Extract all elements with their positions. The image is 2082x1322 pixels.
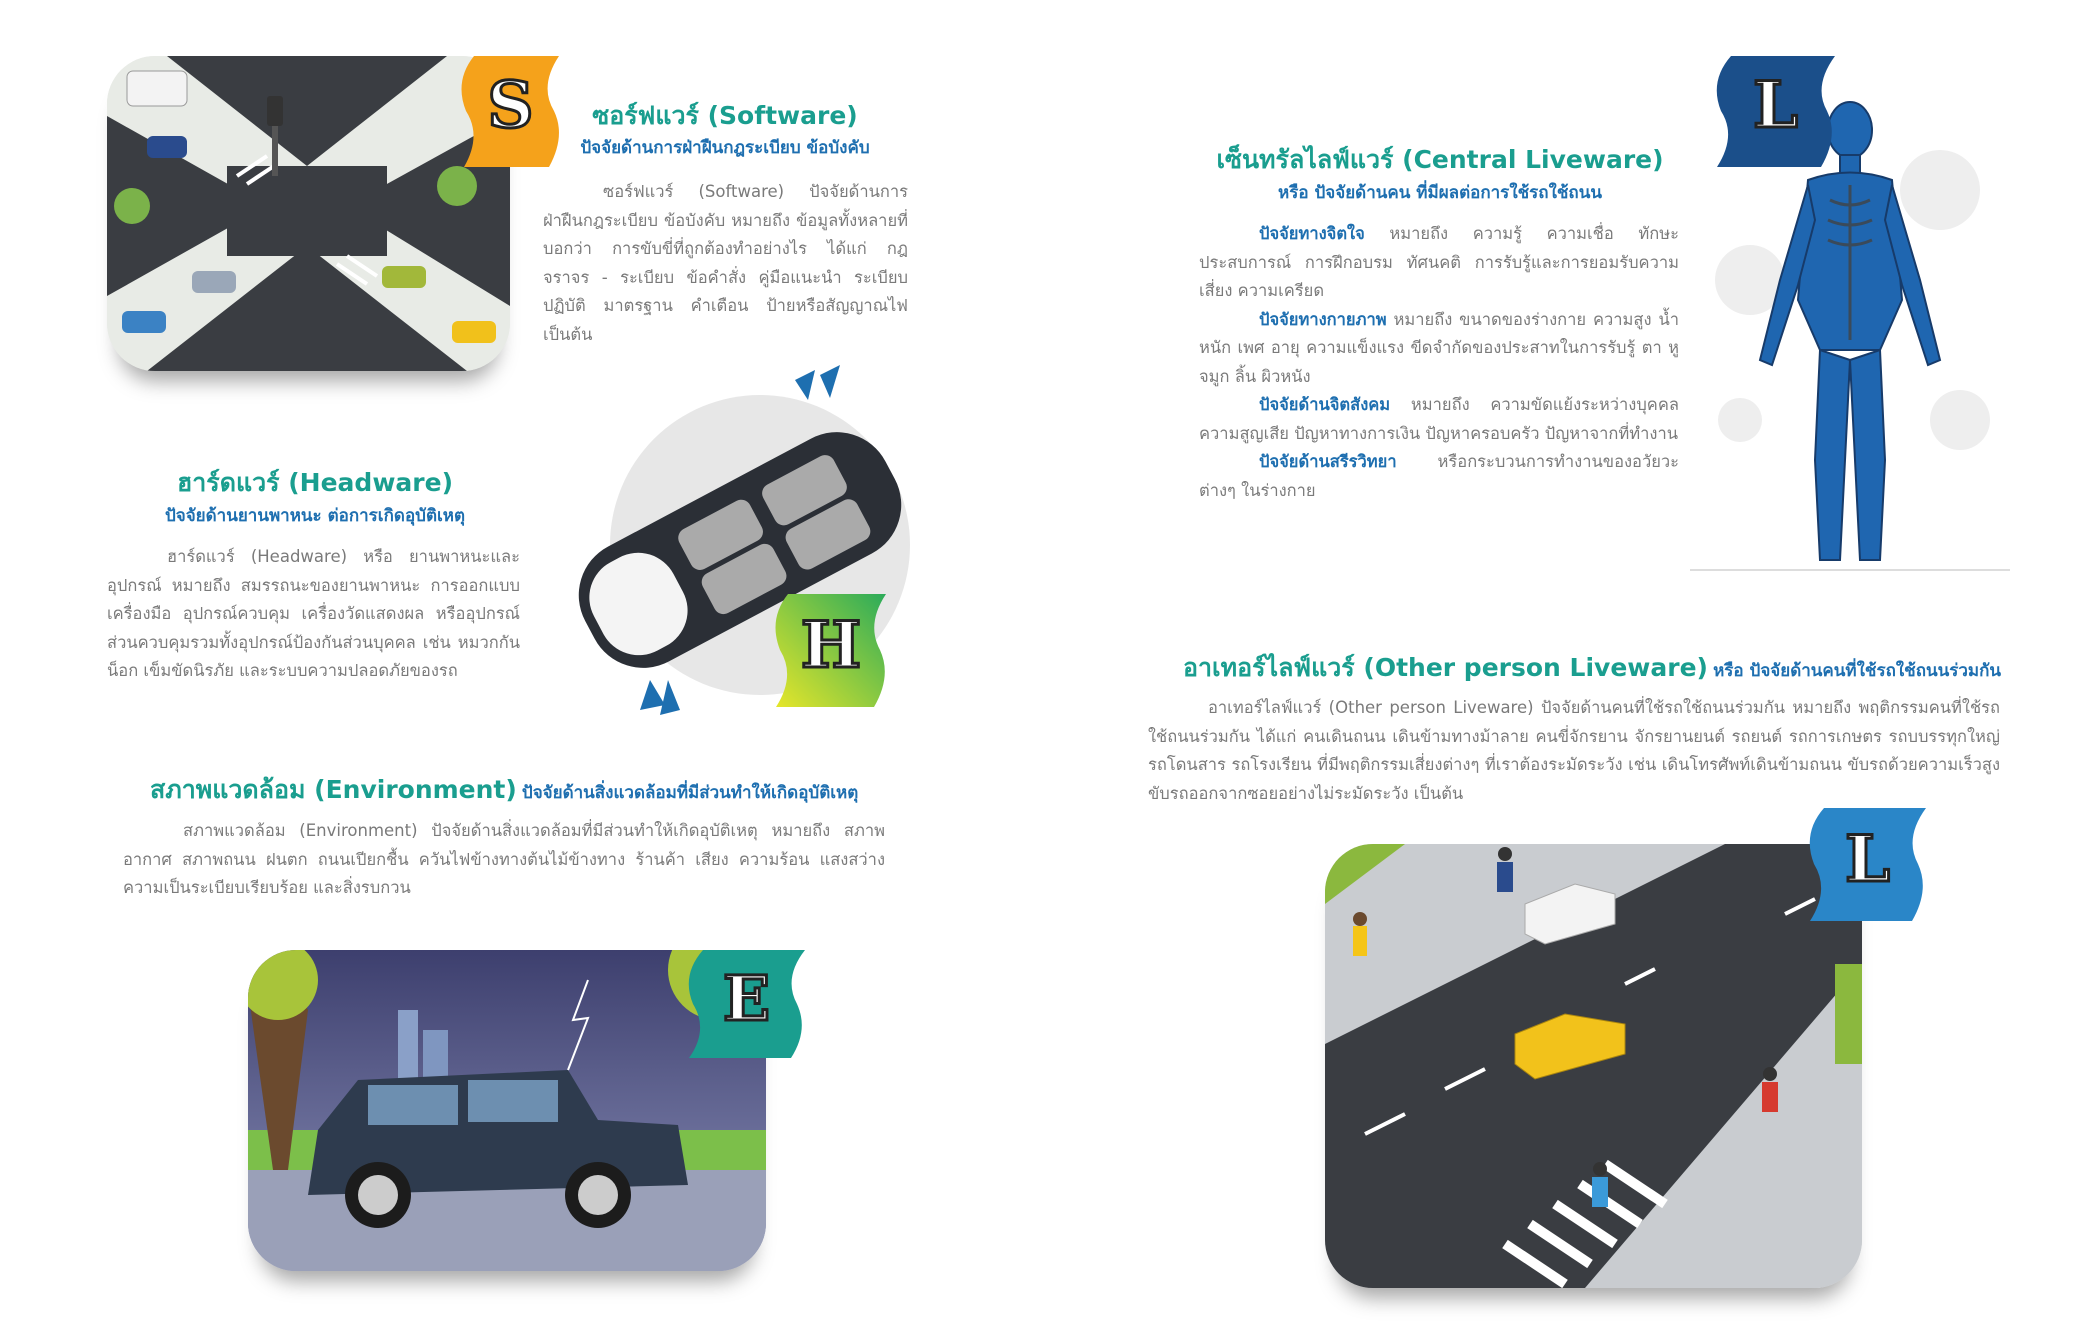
factor-label: ปัจจัยทางกายภาพ	[1259, 309, 1387, 329]
hardware-body: ฮาร์ดแวร์ (Headware) หรือ ยานพาหนะและอุป…	[107, 543, 520, 686]
environment-body-text: สภาพแวดล้อม (Environment) ปัจจัยด้านสิ่ง…	[123, 821, 885, 897]
hardware-subtitle: ปัจจัยด้านยานพาหนะ ต่อการเกิดอุบัติเหตุ	[164, 506, 466, 526]
central-liveware-badge-letter: L	[1752, 67, 1800, 145]
environment-body: สภาพแวดล้อม (Environment) ปัจจัยด้านสิ่ง…	[123, 817, 885, 903]
central-liveware-title: เซ็นทรัลไลฟ์แวร์ (Central Liveware)	[1216, 145, 1664, 174]
other-liveware-badge: L	[1802, 808, 1933, 921]
factor-text: หมายถึง ขนาดของร่างกาย ความสูง น้ำหนัก เ…	[1199, 309, 1679, 386]
factor-text: หรือกระบวนการทำงานของอวัยวะต่างๆ ในร่างก…	[1199, 452, 1679, 500]
environment-title: สภาพแวดล้อม (Environment)	[150, 775, 517, 804]
hardware-title: ฮาร์ดแวร์ (Headware)	[177, 468, 453, 497]
factor-label: ปัจจัยด้านสรีรวิทยา	[1259, 452, 1397, 471]
other-liveware-badge-letter: L	[1844, 821, 1892, 899]
other-liveware-body-text: อาเทอร์ไลฟ์แวร์ (Other person Liveware) …	[1148, 698, 2000, 803]
factor-label: ปัจจัยด้านจิตสังคม	[1259, 395, 1391, 414]
central-liveware-body: ปัจจัยทางจิตใจ หมายถึง ความรู้ ความเชื่อ…	[1199, 220, 1679, 505]
street-crossing-illustration	[1325, 844, 1862, 1288]
software-body: ซอร์ฟแวร์ (Software) ปัจจัยด้านการฝ่าฝืน…	[543, 178, 908, 349]
central-liveware-badge: L	[1709, 56, 1842, 167]
hardware-badge: H	[768, 594, 894, 707]
factor-psychological: ปัจจัยทางจิตใจ หมายถึง ความรู้ ความเชื่อ…	[1199, 220, 1679, 306]
intersection-illustration	[107, 56, 510, 371]
environment-badge-letter: E	[721, 961, 771, 1037]
hardware-badge-letter: H	[799, 607, 862, 685]
factor-text: หมายถึง ความขัดแย้งระหว่างบุคคล ความสูญเ…	[1199, 395, 1679, 443]
human-anatomy-illustration	[1690, 100, 2010, 590]
other-liveware-subtitle: หรือ ปัจจัยด้านคนที่ใช้รถใช้ถนนร่วมกัน	[1713, 661, 2002, 681]
factor-label: ปัจจัยทางจิตใจ	[1259, 224, 1365, 243]
software-subtitle: ปัจจัยด้านการฝ่าฝืนกฎระเบียบ ข้อบังคับ	[580, 138, 870, 158]
environment-subtitle: ปัจจัยด้านสิ่งแวดล้อมที่มีส่วนทำให้เกิดอ…	[521, 783, 859, 803]
hardware-body-text: ฮาร์ดแวร์ (Headware) หรือ ยานพาหนะและอุป…	[107, 547, 520, 680]
environment-badge: E	[681, 950, 812, 1058]
software-title: ซอร์ฟแวร์ (Software)	[592, 101, 858, 130]
software-body-text: ซอร์ฟแวร์ (Software) ปัจจัยด้านการฝ่าฝืน…	[543, 182, 908, 344]
other-liveware-body: อาเทอร์ไลฟ์แวร์ (Other person Liveware) …	[1148, 694, 2000, 808]
central-liveware-subtitle: หรือ ปัจจัยด้านคน ที่มีผลต่อการใช้รถใช้ถ…	[1278, 183, 1602, 203]
factor-psychosocial: ปัจจัยด้านจิตสังคม หมายถึง ความขัดแย้งระ…	[1199, 391, 1679, 448]
software-badge: S	[454, 56, 567, 167]
factor-text: หมายถึง ความรู้ ความเชื่อ ทักษะ ประสบการ…	[1199, 224, 1679, 300]
software-badge-letter: S	[486, 67, 535, 145]
other-liveware-heading: อาเทอร์ไลฟ์แวร์ (Other person Liveware) …	[1183, 648, 2001, 688]
other-liveware-title: อาเทอร์ไลฟ์แวร์ (Other person Liveware)	[1183, 653, 1708, 682]
factor-physical: ปัจจัยทางกายภาพ หมายถึง ขนาดของร่างกาย ค…	[1199, 306, 1679, 392]
factor-physiological: ปัจจัยด้านสรีรวิทยา หรือกระบวนการทำงานขอ…	[1199, 448, 1679, 505]
environment-heading: สภาพแวดล้อม (Environment) ปัจจัยด้านสิ่ง…	[150, 770, 858, 810]
